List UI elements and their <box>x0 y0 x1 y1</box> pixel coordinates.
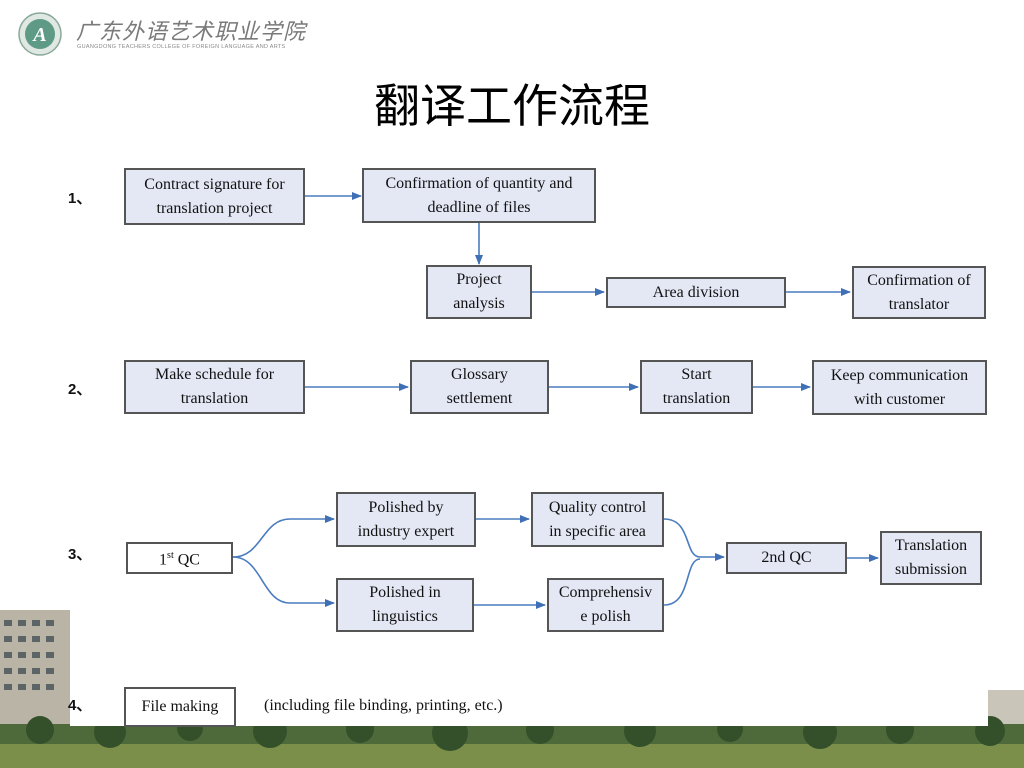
schedule-line-2: translation <box>180 390 249 407</box>
second-qc-box: 2nd QC <box>726 542 847 574</box>
arrow-quality-qc2 <box>663 518 725 561</box>
page-title: 翻译工作流程 <box>374 79 650 133</box>
first-qc-sup: st <box>167 549 174 561</box>
step-number-3: 3、 <box>68 546 92 563</box>
glossary-settlement-box: Glossary settlement <box>410 360 549 414</box>
start-translation-box: Start translation <box>640 360 753 414</box>
linguistics-line-1: Polished in <box>369 584 441 601</box>
comprehensive-line-1: Comprehensiv <box>558 584 653 601</box>
translator-line-1: Confirmation of <box>867 271 971 289</box>
area-division-label: Area division <box>652 283 740 301</box>
communication-line-2: with customer <box>853 390 946 408</box>
industry-line-1: Polished by <box>368 498 444 516</box>
schedule-line-1: Make schedule for <box>154 366 275 383</box>
comprehensive-polish-box: Comprehensiv e polish <box>547 578 664 632</box>
school-name-cn: 广东外语艺术职业学院 <box>76 20 307 45</box>
arrow-qc1-industry <box>232 515 335 558</box>
first-qc-number: 1 <box>159 551 168 569</box>
area-division-box: Area division <box>606 277 786 308</box>
quality-line-2: in specific area <box>549 522 646 540</box>
project-analysis-line-2: analysis <box>453 295 505 312</box>
start-line-1: Start <box>681 366 712 383</box>
industry-line-2: industry expert <box>357 522 455 540</box>
glossary-line-2: settlement <box>446 390 513 407</box>
comprehensive-line-2: e polish <box>580 608 631 625</box>
submission-line-2: submission <box>894 561 967 578</box>
translation-submission-box: Translation submission <box>880 531 982 585</box>
polished-industry-box: Polished by industry expert <box>336 492 476 547</box>
communication-line-1: Keep communication <box>830 366 969 384</box>
submission-line-1: Translation <box>894 537 968 554</box>
school-name-en: GUANGDONG TEACHERS COLLEGE OF FOREIGN LA… <box>77 44 286 50</box>
start-line-2: translation <box>662 390 731 407</box>
confirmation-quantity-box: Confirmation of quantity and deadline of … <box>362 168 596 223</box>
step-number-1: 1、 <box>68 190 92 207</box>
arrow-qc1-linguistics <box>232 556 335 607</box>
step-number-4: 4、 <box>68 697 92 714</box>
keep-communication-box: Keep communication with customer <box>812 360 987 415</box>
glossary-line-1: Glossary <box>451 366 508 383</box>
college-emblem-icon: A <box>18 12 62 56</box>
contract-line-2: translation project <box>156 199 273 217</box>
confirmation-line-1: Confirmation of quantity and <box>385 174 573 192</box>
file-making-label: File making <box>141 698 219 715</box>
confirmation-line-2: deadline of files <box>427 198 531 216</box>
confirmation-translator-box: Confirmation of translator <box>852 266 986 319</box>
contract-signature-box: Contract signature for translation projec… <box>124 168 305 225</box>
file-making-box: File making <box>124 687 236 727</box>
project-analysis-box: Project analysis <box>426 265 532 319</box>
step-number-2: 2、 <box>68 381 92 398</box>
file-making-note: (including file binding, printing, etc.) <box>264 697 503 714</box>
first-qc-box: 1st QC <box>126 542 233 574</box>
linguistics-line-2: linguistics <box>372 608 438 625</box>
quality-control-box: Quality control in specific area <box>531 492 664 547</box>
arrow-comprehensive-qc2 <box>663 558 701 606</box>
contract-line-1: Contract signature for <box>144 175 285 193</box>
polished-linguistics-box: Polished in linguistics <box>336 578 474 632</box>
quality-line-1: Quality control <box>548 498 647 516</box>
make-schedule-box: Make schedule for translation <box>124 360 305 414</box>
first-qc-suffix: QC <box>173 551 200 569</box>
second-qc-label: 2nd QC <box>761 549 812 566</box>
svg-text:A: A <box>31 24 46 46</box>
project-analysis-line-1: Project <box>456 271 502 288</box>
translator-line-2: translator <box>888 295 950 313</box>
